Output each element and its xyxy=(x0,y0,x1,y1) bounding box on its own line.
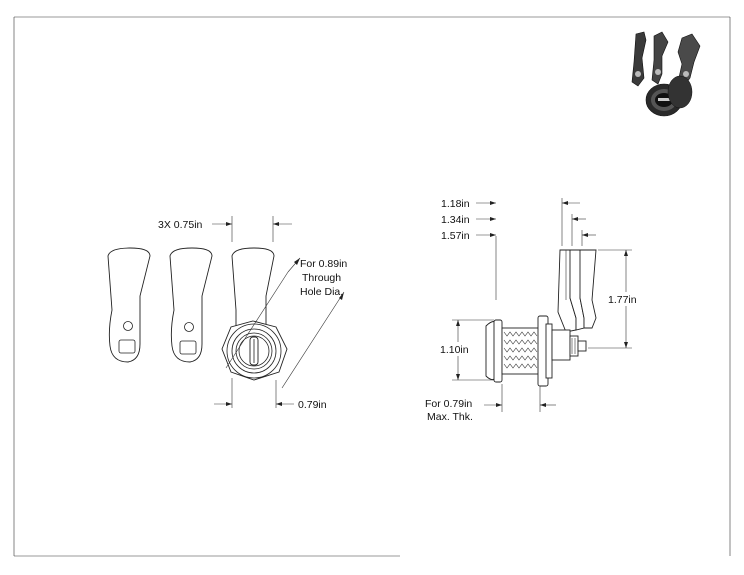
body-label: 1.10in xyxy=(440,344,469,356)
drawing-border xyxy=(13,16,731,557)
cam-lever-2 xyxy=(169,247,213,363)
cam-lock-product-icon xyxy=(631,31,701,117)
dim-label-1: 1.18in xyxy=(441,198,470,210)
side-view: 1.18in 1.34in 1.57in 1.77in 1.10in xyxy=(425,198,637,423)
thickness-line2: Max. Thk. xyxy=(427,411,473,423)
dimension-body xyxy=(452,319,494,381)
cam-lever-3 xyxy=(231,247,275,327)
dimension-spacing xyxy=(212,216,292,242)
spacing-label: 3X 0.75in xyxy=(158,219,203,231)
cam-offset-label: 0.79in xyxy=(298,399,327,411)
dimension-thickness xyxy=(484,384,556,412)
dim-label-3: 1.57in xyxy=(441,230,470,242)
hole-note-line2: Through xyxy=(302,272,341,284)
threaded-body xyxy=(501,327,541,375)
lock-flange xyxy=(485,319,503,383)
hole-note-line3: Hole Dia. xyxy=(300,286,343,298)
mounting-nut xyxy=(537,315,553,387)
cam-lever-1 xyxy=(107,247,151,363)
dimension-cam-offset xyxy=(214,378,294,408)
cam-shaft xyxy=(551,329,587,361)
hole-note-line1: For 0.89in xyxy=(300,258,347,270)
height-label: 1.77in xyxy=(608,294,637,306)
dim-label-2: 1.34in xyxy=(441,214,470,226)
dimension-height xyxy=(588,249,632,349)
hole-diameter-leader xyxy=(225,257,345,389)
thickness-line1: For 0.79in xyxy=(425,398,472,410)
dimension-stack xyxy=(476,198,596,246)
lock-face xyxy=(221,320,288,381)
cam-levers-side xyxy=(557,249,597,333)
front-view: 3X 0.75in For 0.89in Through Hole Dia. 0… xyxy=(107,216,347,411)
